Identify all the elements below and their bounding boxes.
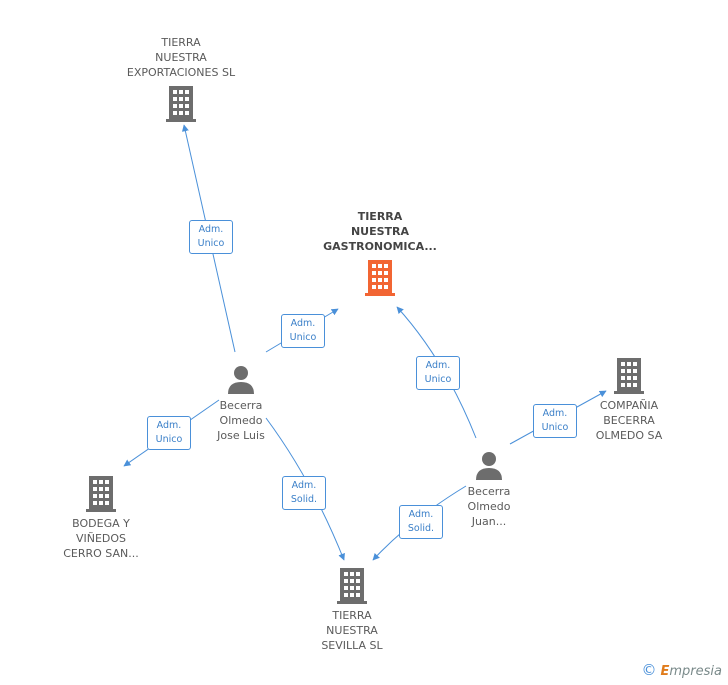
brand-logo-initial: E [660,664,670,679]
copyright-symbol: © [641,661,657,679]
edge-label-badge[interactable]: Adm. Unico [416,356,460,390]
node-tierra-exportaciones[interactable]: TIERRA NUESTRA EXPORTACIONES SL [115,35,247,122]
node-compania-becerra[interactable]: COMPAÑIA BECERRA OLMEDO SA [574,358,684,443]
edge-label-line: Unico [424,374,452,385]
node-label-line: Jose Luis [217,429,265,442]
building-icon [86,476,116,512]
node-label-line: Becerra [467,485,511,498]
edge-label-line: Adm. [198,224,224,235]
node-tierra-gastronomica[interactable]: TIERRA NUESTRA GASTRONOMICA... [314,209,446,296]
node-label-line: CERRO SAN... [63,547,139,560]
edge-label-line: Unico [289,332,317,343]
edge-label-line: Adm. [290,318,316,329]
node-label-line: BECERRA [603,414,655,427]
edge-label-line: Unico [197,238,225,249]
node-label-line: NUESTRA [350,225,410,238]
edge-label-badge[interactable]: Adm. Solid. [282,476,326,510]
node-label-line: Becerra [219,399,263,412]
edge-label-line: Adm. [542,408,568,419]
node-label-line: TIERRA [357,210,403,223]
node-label-line: GASTRONOMICA... [323,240,437,253]
edge-label-line: Adm. [156,420,182,431]
node-becerra-juan[interactable]: Becerra Olmedo Juan... [437,450,541,529]
building-icon [614,358,644,394]
edge-label-badge[interactable]: Adm. Solid. [399,505,443,539]
person-icon [476,452,502,480]
node-label-line: SEVILLA SL [321,639,383,652]
edge-label-line: Adm. [425,360,451,371]
node-label-line: Juan... [471,515,507,528]
node-bodega-vinedos[interactable]: BODEGA Y VIÑEDOS CERRO SAN... [46,476,156,561]
building-icon [337,568,367,604]
edge-label-badge[interactable]: Adm. Unico [147,416,191,450]
node-label-line: VIÑEDOS [75,532,127,545]
node-label-line: TIERRA [161,36,201,49]
node-label-line: NUESTRA [326,624,378,637]
edge-label-line: Adm. [291,480,317,491]
node-label-line: Olmedo [219,414,263,427]
node-label-line: COMPAÑIA [599,399,659,412]
building-icon [166,86,196,122]
node-label-line: OLMEDO SA [595,429,663,442]
copyright-mark: ©Empresia [642,661,723,679]
node-tierra-sevilla[interactable]: TIERRA NUESTRA SEVILLA SL [297,568,407,653]
node-label-line: EXPORTACIONES SL [126,66,236,79]
edge-label-badge[interactable]: Adm. Unico [533,404,577,438]
edge-label-line: Solid. [407,523,435,534]
edge-label-badge[interactable]: Adm. Unico [281,314,325,348]
node-becerra-jose-luis[interactable]: Becerra Olmedo Jose Luis [189,364,293,443]
node-label-line: NUESTRA [155,51,207,64]
edge-label-badge[interactable]: Adm. Unico [189,220,233,254]
building-icon [365,260,395,296]
edge-label-line: Unico [155,434,183,445]
node-label-line: BODEGA Y [72,517,130,530]
edge-label-line: Unico [541,422,569,433]
node-label-line: TIERRA [332,609,372,622]
brand-logo-text: mpresia [669,664,722,679]
node-label-line: Olmedo [467,500,511,513]
edge-label-line: Adm. [408,509,434,520]
edge-label-line: Solid. [290,494,318,505]
person-icon [228,366,254,394]
